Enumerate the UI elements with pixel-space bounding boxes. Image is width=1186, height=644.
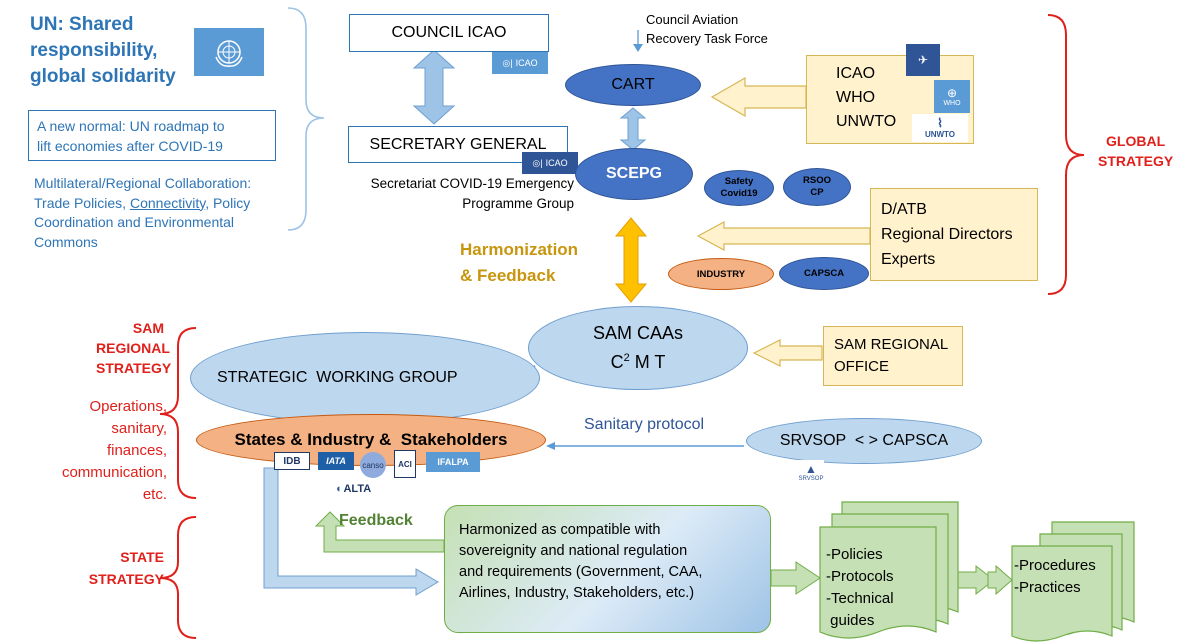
harmonization-label: Harmonization & Feedback [460,240,579,285]
un-emblem-icon [215,40,243,67]
canso-logo: canso [360,452,386,478]
policies-document-stack [819,501,959,639]
cart-caption: Council Aviation Recovery Task Force [646,12,768,46]
idb-logo: IDB [274,452,310,470]
sanitary-protocol-label: Sanitary protocol [584,416,705,433]
srvsop-capsca-ellipse: SRVSOP < > CAPSCA [746,418,982,464]
alta-logo: ◖ALTA [326,480,380,498]
sam-regional-bracket [159,327,197,499]
who-logo: ⊕WHO [934,80,970,113]
un-title: UN: Shared responsibility, global solida… [30,14,176,87]
partners-to-cart-arrow [710,76,807,118]
secretariat-caption: Secretariat COVID-19 Emergency Programme… [370,176,574,211]
partners-box: ICAO WHO UNWTO [806,55,974,144]
global-strategy-bracket [1047,14,1085,295]
sam-regional-details: Operations, sanitary, finances, communic… [61,398,167,503]
ifalpa-logo: IFALPA [426,452,480,472]
un-flag [194,28,264,76]
procedures-document-stack [1011,521,1135,642]
cart-scepg-arrow [619,107,647,151]
council-icao-logo: ◎|ICAO [492,52,548,74]
harmonization-arrow [614,217,648,303]
icao-logo: ✈ [906,44,940,76]
cart-ellipse: CART [565,64,701,106]
sam-caas-ellipse: SAM CAAs C2 M T [528,306,748,390]
global-strategy-label: GLOBAL STRATEGY [1098,133,1174,169]
procedures-document-text: -Procedures -Practices [1014,557,1096,596]
council-secretary-arrow [412,49,456,125]
policies-document-text: -Policies -Protocols -Technical guides [826,546,894,629]
industry-ellipse: INDUSTRY [668,258,774,290]
state-strategy-bracket [159,516,197,639]
datb-arrow [696,220,871,252]
strategic-working-group-ellipse: STRATEGIC WORKING GROUP [190,332,540,424]
council-icao-box: COUNCIL ICAO [349,14,549,52]
harmonized-box: Harmonized as compatible with sovereigni… [444,505,771,633]
aci-logo: ACI [394,450,416,478]
srvsop-logo: ▲SRVSOP [798,460,824,486]
capsca-ellipse: CAPSCA [779,257,869,290]
state-strategy-label: STATE STRATEGY [88,549,164,587]
unwto-logo: ⌇UNWTO [912,114,968,142]
scepg-ellipse: SCEPG [575,148,693,200]
states-to-harmonized-arrow [263,467,439,596]
sam-regional-office-box: SAM REGIONAL OFFICE [823,326,963,386]
office-to-caas-arrow [752,339,823,367]
secretary-icao-logo: ◎|ICAO [522,152,578,174]
feedback-label: Feedback [339,512,413,529]
un-bracket [287,7,325,231]
connectivity-link[interactable]: Connectivity [129,194,206,211]
feedback-arrow [314,511,445,553]
harmonized-to-policies-arrow [770,561,821,595]
multilateral-text: Multilateral/Regional Collaboration: Tra… [34,175,252,250]
states-industry-stakeholders-ellipse: States & Industry & Stakeholders [196,414,546,466]
roadmap-box: A new normal: UN roadmap to lift economi… [28,110,276,161]
sam-regional-label: SAM REGIONAL STRATEGY [96,320,172,376]
iata-logo: IATA [318,452,354,470]
datb-box: D/ATB Regional Directors Experts [870,188,1038,281]
